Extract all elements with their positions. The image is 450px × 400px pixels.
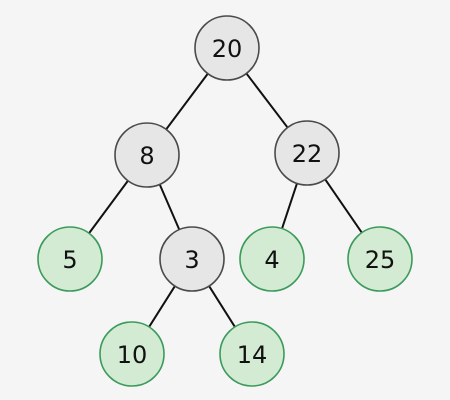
edge-8-5 xyxy=(88,179,129,235)
tree-node-14: 14 xyxy=(219,321,285,387)
node-label: 10 xyxy=(117,341,148,369)
tree-node-5: 5 xyxy=(37,226,103,292)
leaf-node-circle xyxy=(99,321,165,387)
tree-node-10: 10 xyxy=(99,321,165,387)
internal-node-circle xyxy=(114,122,180,188)
edge-20-8 xyxy=(165,72,209,131)
node-label: 5 xyxy=(62,246,77,274)
edge-3-10 xyxy=(148,285,176,328)
node-label: 25 xyxy=(365,246,396,274)
node-label: 14 xyxy=(237,341,268,369)
node-label: 4 xyxy=(264,246,279,274)
leaf-node-circle xyxy=(347,226,413,292)
node-label: 22 xyxy=(292,140,323,168)
tree-node-3: 3 xyxy=(159,226,225,292)
internal-node-circle xyxy=(159,226,225,292)
edge-3-14 xyxy=(208,285,236,328)
tree-node-25: 25 xyxy=(347,226,413,292)
edge-22-4 xyxy=(281,182,298,230)
tree-edges xyxy=(88,72,363,328)
tree-nodes: 20 8 22 5 3 4 25 10 14 xyxy=(37,15,413,387)
node-label: 20 xyxy=(212,35,243,63)
leaf-node-circle xyxy=(37,226,103,292)
edge-22-25 xyxy=(324,178,363,234)
leaf-node-circle xyxy=(239,226,305,292)
leaf-node-circle xyxy=(219,321,285,387)
internal-node-circle xyxy=(274,120,340,186)
tree-node-8: 8 xyxy=(114,122,180,188)
tree-node-4: 4 xyxy=(239,226,305,292)
node-label: 8 xyxy=(139,142,154,170)
internal-node-circle xyxy=(194,15,260,81)
edge-8-3 xyxy=(158,183,181,231)
edge-20-22 xyxy=(245,72,289,129)
tree-node-20: 20 xyxy=(194,15,260,81)
tree-node-22: 22 xyxy=(274,120,340,186)
node-label: 3 xyxy=(184,246,199,274)
